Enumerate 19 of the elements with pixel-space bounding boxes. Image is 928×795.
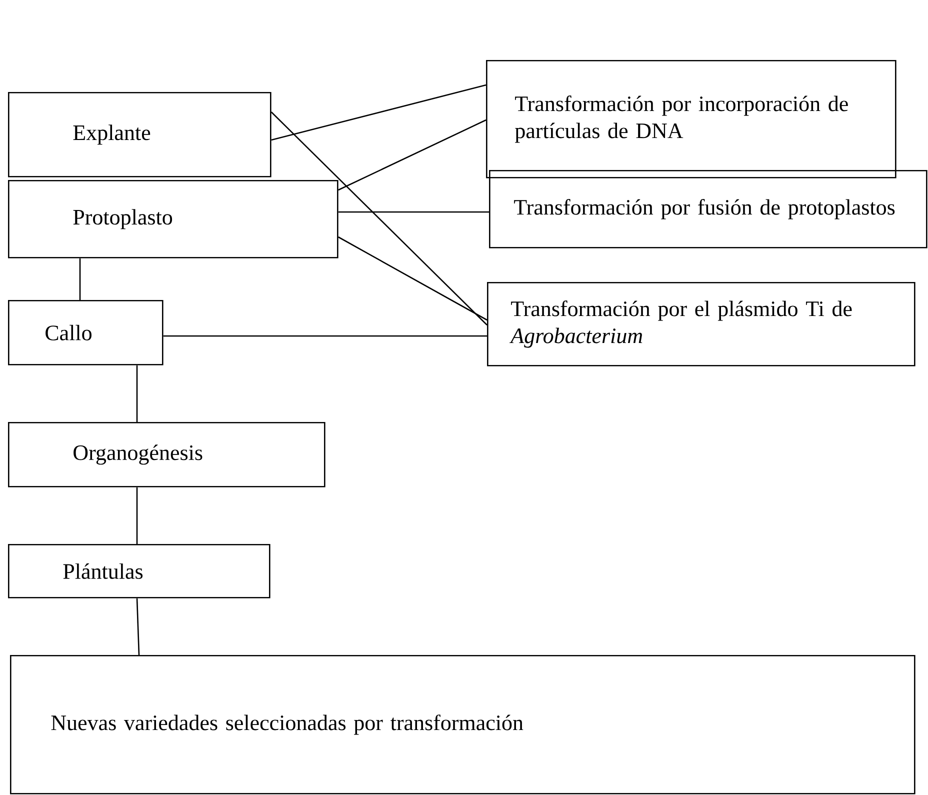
- process-box: Transformación por fusión de protoplastos: [489, 170, 928, 248]
- connector-line: [136, 598, 140, 656]
- connector-line: [338, 211, 489, 213]
- connector-line: [136, 365, 138, 422]
- process-box: Nuevas variedades seleccionadas por transformación: [10, 655, 916, 794]
- process-box: Transformación por incorporación de partículas de DNA: [486, 60, 896, 178]
- connector-line: [338, 119, 486, 191]
- process-box: Organogénesis: [8, 422, 326, 488]
- connector-line: [163, 335, 487, 337]
- process-box: Plántulas: [8, 544, 270, 598]
- process-box: Protoplasto: [8, 180, 338, 258]
- connector-line: [270, 112, 488, 326]
- connector-line: [79, 258, 81, 300]
- connector-line: [338, 236, 488, 321]
- connector-line: [271, 84, 486, 141]
- process-box: Transformación por el plásmido Ti de Agrobacterium: [487, 282, 916, 366]
- process-box: Explante: [8, 92, 272, 178]
- connector-line: [136, 487, 138, 544]
- process-box: Callo: [8, 300, 164, 366]
